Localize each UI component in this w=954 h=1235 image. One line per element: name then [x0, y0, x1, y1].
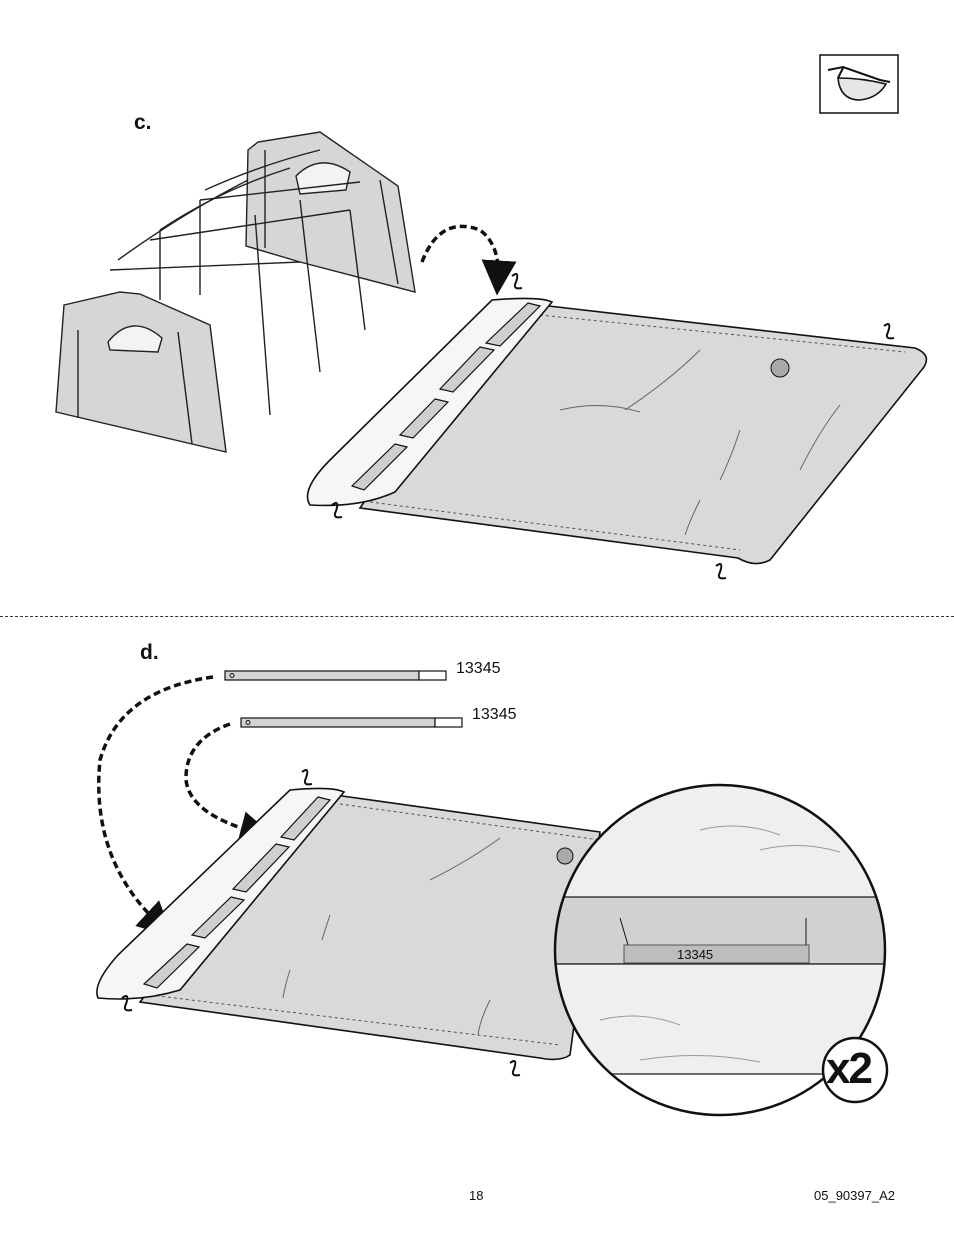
- shelter-frame: [56, 132, 415, 452]
- move-arrow-c: [422, 226, 498, 278]
- insert-arrow-inner: [186, 724, 258, 833]
- page-number: 18: [469, 1188, 483, 1203]
- cover-sheet-d: [97, 788, 600, 1059]
- pole-13345-lower: [241, 718, 462, 727]
- step-label-d: d.: [140, 641, 159, 665]
- cover-sheet-c: [308, 298, 927, 563]
- step-label-c: c.: [134, 111, 152, 135]
- part-number-upper: 13345: [456, 660, 501, 678]
- part-number-lower: 13345: [472, 706, 517, 724]
- detail-part-number: 13345: [677, 947, 713, 962]
- section-divider: [0, 616, 954, 617]
- quantity-multiplier: x2: [826, 1044, 871, 1094]
- safety-glasses-icon: [820, 55, 898, 113]
- pole-13345-upper: [225, 671, 446, 680]
- document-code: 05_90397_A2: [814, 1188, 895, 1203]
